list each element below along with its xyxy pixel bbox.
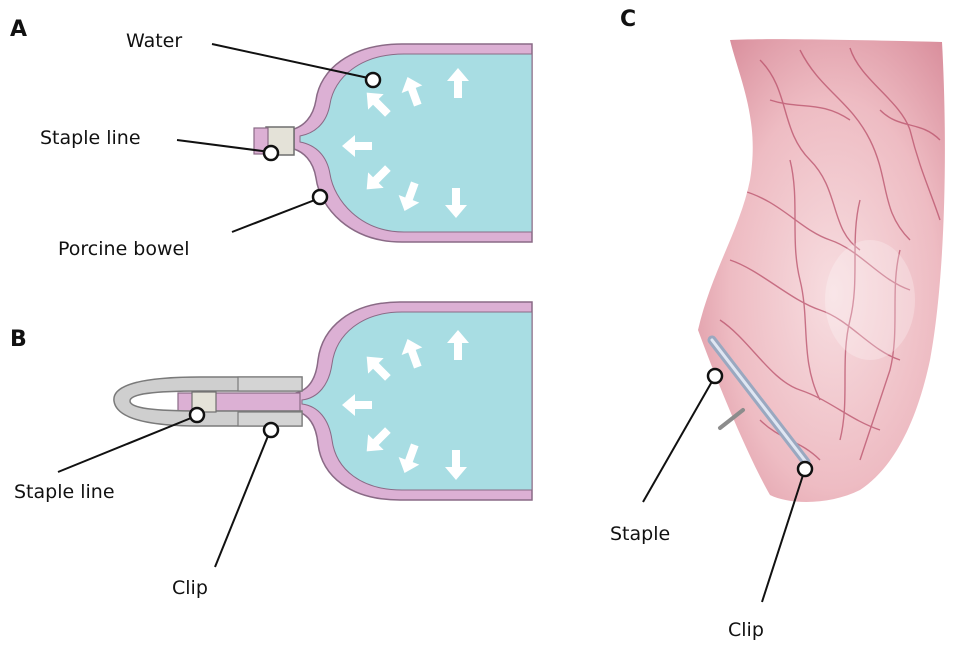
panel-a-water-marker: [366, 73, 380, 87]
panel-b-letter: B: [10, 327, 27, 352]
panel-a-bowel-marker: [313, 190, 327, 204]
panel-c-staple-label: Staple: [610, 523, 670, 545]
panel-a-porcine-bowel-label: Porcine bowel: [58, 238, 190, 260]
panel-c: C: [610, 7, 945, 641]
panel-c-clip-marker: [798, 462, 812, 476]
panel-b-staple-line-label: Staple line: [14, 481, 115, 503]
panel-c-clip-label: Clip: [728, 619, 764, 641]
panel-a: A Water Staple line Porcine bowel: [10, 17, 532, 260]
panel-a-letter: A: [10, 17, 27, 42]
panel-c-staple-marker: [708, 369, 722, 383]
panel-a-water-label: Water: [126, 30, 182, 52]
panel-b-clip-label: Clip: [172, 577, 208, 599]
panel-b-clip-marker: [264, 423, 278, 437]
panel-b-staple-marker: [190, 408, 204, 422]
panel-a-staple-line-label: Staple line: [40, 127, 141, 149]
panel-b: B Staple line Clip: [10, 302, 532, 599]
panel-c-bowel-photo: [698, 39, 945, 502]
panel-a-staple-marker: [264, 146, 278, 160]
panel-c-letter: C: [620, 7, 636, 32]
